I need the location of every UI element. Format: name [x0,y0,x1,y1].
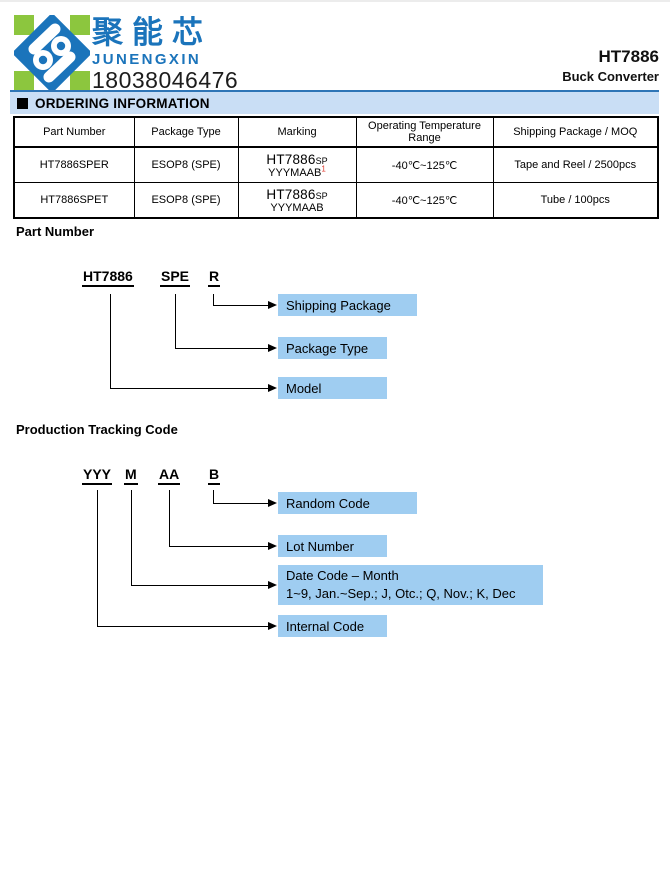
brand-name-romanized: JUNENGXIN [92,51,202,68]
marking-line1-suffix: SP [315,190,328,201]
marking-line1: HT7886 [266,186,316,202]
connector-line [213,503,270,504]
section-title: ORDERING INFORMATION [35,95,210,111]
code-yyy: YYY [82,467,113,485]
section-banner: ORDERING INFORMATION [10,92,659,114]
document-title-block: HT7886 Buck Converter [562,47,659,85]
marking-line1-suffix: SP [315,155,328,166]
code-aa: AA [158,467,181,485]
label-box-package-type: Package Type [278,337,387,359]
connector-line [169,546,270,547]
column-header-part-number: Part Number [13,116,135,148]
ordering-table: Part Number Package Type Marking Operati… [13,116,659,219]
arrowhead-icon [268,581,277,589]
column-header-marking: Marking [237,116,357,148]
marking-line2: YYYMAAB [268,166,322,179]
table-row: HT7886SPET ESOP8 (SPE) HT7886SP YYYMAAB … [13,182,659,219]
cell-part-number: HT7886SPER [13,146,135,183]
connector-line [97,490,98,626]
tracking-code-heading: Production Tracking Code [16,422,178,437]
connector-line [175,294,176,349]
square-bullet-icon [17,97,28,109]
connector-line [175,348,270,349]
connector-line [110,294,111,389]
label-box-model: Model [278,377,387,399]
connector-line [97,626,270,627]
cell-part-number: HT7886SPET [13,182,135,219]
marking-footnote: 1 [321,163,326,173]
column-header-temp-range: Operating Temperature Range [355,116,494,148]
arrowhead-icon [268,384,277,392]
column-header-shipping: Shipping Package / MOQ [492,116,659,148]
label-box-lot-number: Lot Number [278,535,387,557]
column-header-package-type: Package Type [133,116,239,148]
cell-marking: HT7886SP YYYMAAB1 [237,146,357,183]
part-number-title: HT7886 [598,47,659,66]
cell-shipping: Tape and Reel / 2500pcs [492,146,659,183]
table-header-row: Part Number Package Type Marking Operati… [13,116,659,148]
marking-line1: HT7886 [266,151,316,167]
connector-line [213,294,214,306]
code-m: M [124,467,138,485]
header-divider-rule [10,90,659,92]
connector-line [169,490,170,546]
connector-line [131,585,270,586]
table-row: HT7886SPER ESOP8 (SPE) HT7886SP YYYMAAB1… [13,146,659,183]
arrowhead-icon [268,301,277,309]
cell-package-type: ESOP8 (SPE) [133,146,239,183]
label-box-date-code: Date Code – Month 1~9, Jan.~Sep.; J, Otc… [278,565,543,605]
cell-package-type: ESOP8 (SPE) [133,182,239,219]
brand-block: 聚能芯 JUNENGXIN 18038046476 [92,15,238,92]
brand-phone: 18038046476 [92,67,239,93]
label-box-random-code: Random Code [278,492,417,514]
code-model: HT7886 [82,269,134,287]
connector-line [213,490,214,503]
cell-marking: HT7886SP YYYMAAB [237,182,357,219]
label-box-shipping-package: Shipping Package [278,294,417,316]
marking-line2: YYYMAAB [270,201,324,214]
code-shipping: R [208,269,221,287]
brand-name-chinese: 聚能芯 [92,15,212,50]
label-box-internal-code: Internal Code [278,615,387,637]
cell-shipping: Tube / 100pcs [492,182,659,219]
arrowhead-icon [268,542,277,550]
part-number-heading: Part Number [16,224,95,239]
document-subtitle: Buck Converter [562,69,659,84]
code-b: B [208,467,221,485]
date-code-detail: 1~9, Jan.~Sep.; J, Otc.; Q, Nov.; K, Dec [286,586,516,601]
code-package: SPE [160,269,191,287]
brand-logo-icon [14,15,90,91]
connector-line [131,490,132,585]
arrowhead-icon [268,499,277,507]
connector-line [110,388,270,389]
cell-temp-range: -40℃~125℃ [355,146,494,183]
cell-temp-range: -40℃~125℃ [355,182,494,219]
arrowhead-icon [268,622,277,630]
date-code-title: Date Code – Month [286,568,399,583]
arrowhead-icon [268,344,277,352]
connector-line [213,305,270,306]
